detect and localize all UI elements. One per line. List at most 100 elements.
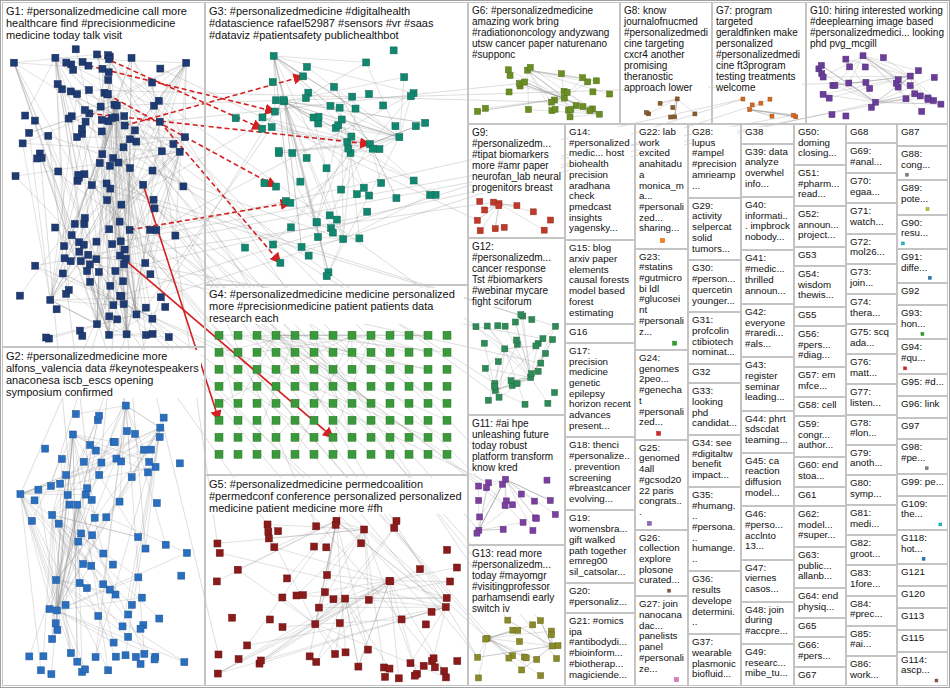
group-box: G4: #personalizedmedicine medicine perso… xyxy=(205,285,468,475)
group-label: G28: lupus #ampel #precision amrieamp... xyxy=(692,127,737,191)
vertex xyxy=(405,416,413,424)
vertex xyxy=(300,73,307,80)
edge-line xyxy=(65,63,187,259)
edge-line xyxy=(863,56,928,100)
vertex xyxy=(407,660,414,667)
vertex xyxy=(481,340,487,346)
group-box: G51: #pharm... read... xyxy=(794,165,846,206)
vertex xyxy=(170,141,177,148)
vertex xyxy=(128,54,135,61)
edge-line xyxy=(23,143,51,300)
vertex xyxy=(424,416,432,424)
edge-line xyxy=(295,335,371,403)
vertex xyxy=(329,382,337,390)
group-box: G92 xyxy=(897,283,948,305)
vertex xyxy=(313,658,320,665)
group-label: G76: matt... xyxy=(850,357,893,378)
vertex xyxy=(84,485,91,492)
group-box: G58: cell xyxy=(794,397,846,416)
edge-line xyxy=(76,49,137,314)
edge-line xyxy=(846,59,876,102)
edge-line xyxy=(20,494,128,637)
vertex xyxy=(215,365,223,373)
vertex xyxy=(100,550,107,557)
vertex xyxy=(386,348,394,356)
edge-line xyxy=(274,56,367,62)
group-box: G91: diffe... xyxy=(897,249,948,283)
edge-line xyxy=(345,528,394,599)
edge-line xyxy=(247,607,446,645)
edge-line xyxy=(350,153,413,180)
group-label: G99: pe... xyxy=(901,477,944,488)
edge-line xyxy=(20,437,159,494)
group-box: G62: model... #super... xyxy=(794,506,846,547)
vertex xyxy=(291,399,299,407)
group-box: G96: link xyxy=(897,396,948,418)
edge-line xyxy=(120,406,126,502)
vertex xyxy=(502,346,508,352)
edge-line xyxy=(284,101,336,127)
edge-line xyxy=(52,515,116,657)
edge-line xyxy=(570,114,599,117)
group-label: G54: wisdom thewis... xyxy=(798,269,842,301)
edge-line xyxy=(505,479,555,514)
vertex xyxy=(843,113,849,119)
vertex xyxy=(121,261,128,268)
vertex xyxy=(444,546,451,553)
vertex xyxy=(303,63,310,70)
vertex xyxy=(216,549,223,556)
group-label: G7: program targeted geraldfinken make p… xyxy=(716,5,802,93)
vertex xyxy=(17,491,24,498)
vertex xyxy=(48,483,55,490)
vertex xyxy=(323,544,330,551)
vertex xyxy=(277,259,284,266)
vertex xyxy=(244,642,251,649)
vertex xyxy=(126,226,133,233)
vertex xyxy=(329,416,337,424)
vertex xyxy=(474,217,480,223)
group-label: G63: public... allanb... xyxy=(798,550,842,582)
edge-line xyxy=(20,450,144,494)
edge-line xyxy=(57,451,96,611)
group-box: G49: researc... mibe_tu... xyxy=(741,644,794,686)
vertex xyxy=(336,104,343,111)
vertex xyxy=(156,615,163,622)
group-box: G121 xyxy=(897,564,948,586)
vertex xyxy=(83,585,90,592)
vertex xyxy=(42,445,49,452)
vertex xyxy=(530,528,536,534)
highlight-edge xyxy=(160,122,281,263)
group-label: G120 xyxy=(901,589,944,600)
edge-line xyxy=(350,137,399,153)
group-label: G113 xyxy=(901,611,944,622)
edge-line xyxy=(217,521,337,582)
group-box: G38 xyxy=(741,124,794,144)
edge-line xyxy=(315,581,389,624)
vertex xyxy=(903,96,909,102)
group-label: G6: #personalizedmedicine amazing work b… xyxy=(472,5,616,60)
group-label: G61 xyxy=(798,490,842,501)
group-box: G71: watch... xyxy=(846,203,897,233)
group-label: G98: #pe... xyxy=(901,442,944,463)
vertex xyxy=(405,365,413,373)
edge-line xyxy=(335,599,345,654)
vertex xyxy=(47,296,54,303)
vertex xyxy=(530,209,536,215)
vertex xyxy=(214,670,221,677)
vertex xyxy=(904,367,907,370)
edge-line xyxy=(83,428,160,564)
vertex xyxy=(496,394,502,400)
vertex xyxy=(424,433,432,441)
group-label: G51: #pharm... read... xyxy=(798,168,842,200)
edge-line xyxy=(109,335,169,337)
vertex xyxy=(513,337,519,343)
vertex xyxy=(405,382,413,390)
vertex xyxy=(552,106,558,112)
vertex xyxy=(405,399,413,407)
vertex xyxy=(443,382,451,390)
vertex xyxy=(329,365,337,373)
edge-line xyxy=(110,189,136,315)
vertex xyxy=(52,54,59,61)
vertex xyxy=(829,112,835,118)
group-label: G11: #ai hpe unleashing future today rob… xyxy=(472,418,561,473)
